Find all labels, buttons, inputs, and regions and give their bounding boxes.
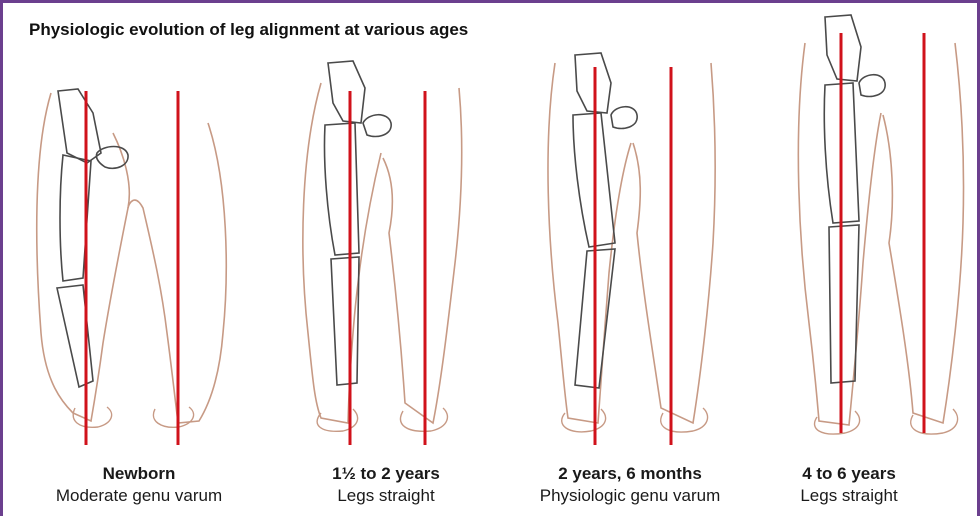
stage-age: Newborn — [9, 463, 269, 485]
mechanical-axis-lines — [86, 33, 924, 445]
stage-description: Moderate genu varum — [9, 485, 269, 507]
child-legs-drawing — [798, 15, 963, 434]
toddler-legs-drawing — [303, 61, 462, 431]
stage-description: Legs straight — [719, 485, 979, 507]
preschool-pelvis — [575, 53, 637, 129]
toddler-femur — [324, 123, 359, 255]
stage-label-newborn: Newborn Moderate genu varum — [9, 463, 269, 507]
stage-age: 4 to 6 years — [719, 463, 979, 485]
leg-alignment-illustration — [3, 3, 980, 519]
preschool-skin-outline-left — [548, 63, 631, 423]
stage-label-toddler: 1½ to 2 years Legs straight — [256, 463, 516, 507]
newborn-tibia — [57, 285, 93, 387]
toddler-skin-outline-right — [383, 88, 462, 423]
stage-label-child: 4 to 6 years Legs straight — [719, 463, 979, 507]
toddler-skin-outline-left — [303, 83, 381, 423]
preschool-legs-drawing — [548, 53, 715, 432]
toddler-pelvis — [328, 61, 391, 137]
toddler-tibia — [331, 257, 359, 385]
stage-age: 1½ to 2 years — [256, 463, 516, 485]
preschool-skin-outline-right — [633, 63, 715, 423]
newborn-legs-drawing — [37, 89, 226, 427]
newborn-skin-outline-left — [37, 93, 130, 421]
stage-description: Legs straight — [256, 485, 516, 507]
